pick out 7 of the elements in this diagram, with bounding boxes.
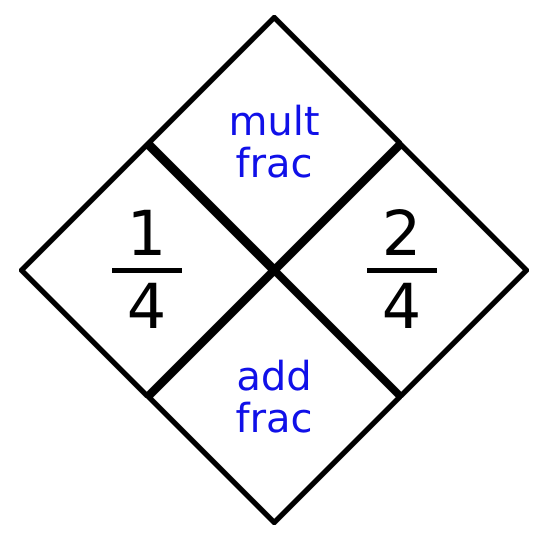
denominator: 4	[382, 274, 422, 338]
quadrant-label: add frac	[234, 356, 314, 440]
denominator: 4	[126, 274, 166, 338]
diamond-frame	[19, 15, 529, 525]
quadrant-label: mult frac	[227, 100, 321, 184]
numerator: 2	[382, 202, 422, 266]
numerator: 1	[126, 202, 166, 266]
